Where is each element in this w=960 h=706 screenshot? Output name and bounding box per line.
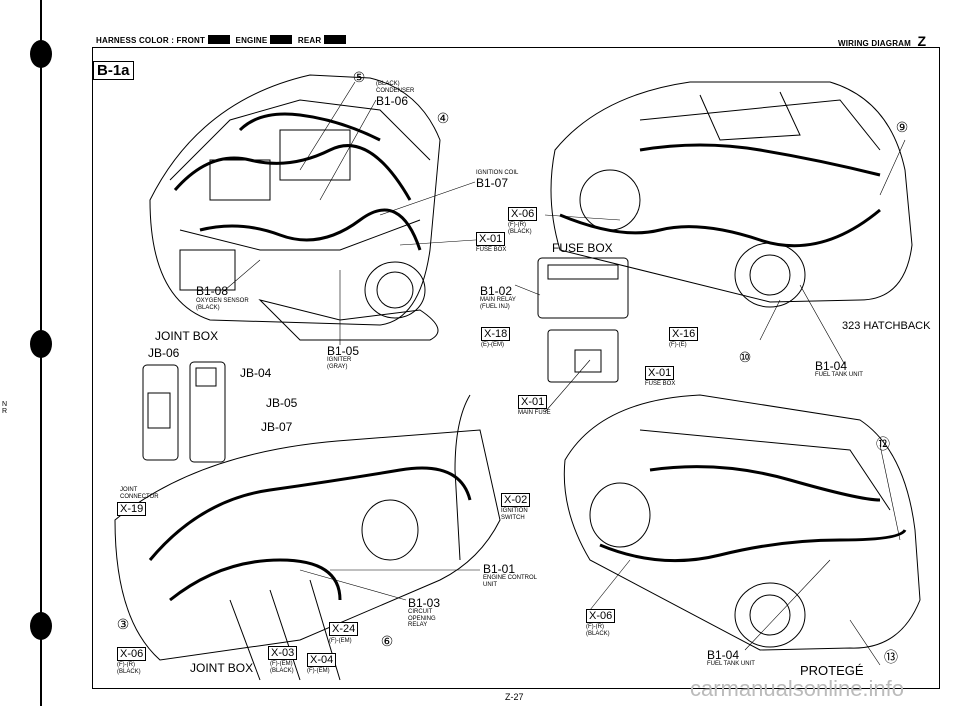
fuse-box-title: FUSE BOX (552, 241, 613, 255)
x02-label: IGNITION SWITCH (501, 508, 528, 521)
x06-right-label: (F)-(R) (BLACK) (586, 624, 610, 637)
hatchback-harness (559, 143, 881, 248)
panel-id: B-1a (93, 61, 134, 80)
harness-engine-label: ENGINE (235, 36, 268, 45)
x06-left-connector: X-06 (117, 647, 147, 661)
joint-box-title: JOINT BOX (155, 329, 219, 343)
b104-bot-code: B1-04 (707, 648, 740, 662)
b105-code: B1-05 (327, 344, 360, 358)
diagram-frame (92, 47, 940, 689)
x06-left-label: (F)-(R) (BLACK) (117, 662, 141, 675)
watermark: carmanualsonline.info (690, 676, 905, 701)
b104-bot-label: FUEL TANK UNIT (707, 661, 755, 667)
x02-connector: X-02 (501, 493, 531, 507)
condenser-label: (BLACK) CONDENSER (376, 81, 415, 94)
engine-swatch (270, 35, 293, 44)
hatchback-drawing (550, 81, 913, 308)
b102-code: B1-02 (480, 284, 513, 298)
x06-right-connector: X-06 (586, 609, 616, 623)
joint-box-bottom: JOINT BOX (190, 661, 254, 675)
front-swatch (208, 35, 231, 44)
protege-label: PROTEGÉ (800, 663, 864, 678)
wiring-diagram-code: Z (917, 33, 927, 49)
sedan-drawing (563, 394, 921, 651)
x24-label: (F)-(EM) (329, 638, 352, 644)
binder-hole-3 (30, 612, 52, 640)
callout-5: ⑤ (352, 69, 366, 85)
wiring-diagram-title: WIRING DIAGRAM Z (838, 33, 926, 49)
x16-label: (F)-(E) (669, 342, 687, 348)
x03-connector: X-03 (268, 646, 298, 660)
jb04-label: JB-04 (240, 366, 272, 380)
binder-hole-1 (30, 40, 52, 68)
leader-lines (224, 81, 906, 666)
x01-mid-connector: X-01 (645, 366, 675, 380)
hatchback-label: 323 HATCHBACK (842, 320, 931, 332)
wiring-diagram-label: WIRING DIAGRAM (838, 39, 912, 48)
x19-connector: X-19 (117, 502, 147, 516)
x01-low-connector: X-01 (518, 395, 548, 409)
ign-coil-code: B1-07 (476, 176, 509, 190)
x18-label: (E)-(EM) (481, 342, 504, 348)
joint-box-drawing (142, 361, 226, 463)
b104-top-code: B1-04 (815, 359, 848, 373)
x01-low-label: MAIN FUSE (518, 410, 551, 416)
callout-13: ⑬ (884, 649, 898, 665)
x01-mid-label: FUSE BOX (645, 381, 676, 387)
x24-connector: X-24 (329, 622, 359, 636)
b102-label: MAIN RELAY (FUEL INJ) (480, 297, 516, 310)
joint-connector-label: JOINT CONNECTOR (120, 487, 159, 500)
callout-10: ⑩ (738, 349, 752, 365)
b108-label: OXYGEN SENSOR (BLACK) (196, 298, 249, 311)
callout-6: ⑥ (380, 633, 394, 649)
b105-label: IGNITER (GRAY) (327, 357, 352, 370)
fuse-box-drawing (537, 257, 629, 383)
x06-top-label: (F)-(R) (BLACK) (508, 222, 532, 235)
harness-rear-label: REAR (297, 36, 322, 45)
b101-code: B1-01 (483, 562, 516, 576)
b104-top-label: FUEL TANK UNIT (815, 372, 863, 378)
harness-front-label: HARNESS COLOR : FRONT (96, 36, 206, 45)
jb07-label: JB-07 (261, 420, 293, 434)
x16-connector: X-16 (669, 327, 699, 341)
callout-4: ④ (436, 110, 450, 126)
x18-connector: X-18 (481, 327, 511, 341)
x04-connector: X-04 (307, 653, 337, 667)
engine-bay-drawing (149, 74, 441, 341)
page-number: Z-27 (505, 692, 524, 702)
dashboard-harness (148, 466, 472, 602)
callout-9: ⑨ (895, 119, 909, 135)
callout-12: ⑫ (876, 436, 890, 452)
condenser-code: B1-06 (376, 94, 409, 108)
callout-3: ③ (116, 616, 130, 632)
engine-harness (173, 112, 422, 251)
margin-text: N R (2, 401, 8, 415)
b101-label: ENGINE CONTROL UNIT (483, 575, 538, 588)
x01-top: X-01 (476, 232, 506, 246)
ign-coil-label: IGNITION COIL (476, 170, 519, 176)
x01-top-label: FUSE BOX (476, 247, 507, 253)
b108-code: B1-08 (196, 284, 229, 298)
sedan-harness (599, 465, 907, 563)
x03-label: (F)-(EM) (BLACK) (270, 661, 294, 674)
binder-hole-2 (30, 330, 52, 358)
jb06-label: JB-06 (148, 346, 180, 360)
b103-label: CIRCUIT OPENING RELAY (408, 609, 436, 628)
b103-code: B1-03 (408, 596, 441, 610)
rear-swatch (324, 35, 347, 44)
jb05-label: JB-05 (266, 396, 298, 410)
x06-top: X-06 (508, 207, 538, 221)
harness-color-legend: HARNESS COLOR : FRONT ENGINE REAR (96, 35, 349, 45)
x04-label: (F)-(EM) (307, 668, 330, 674)
